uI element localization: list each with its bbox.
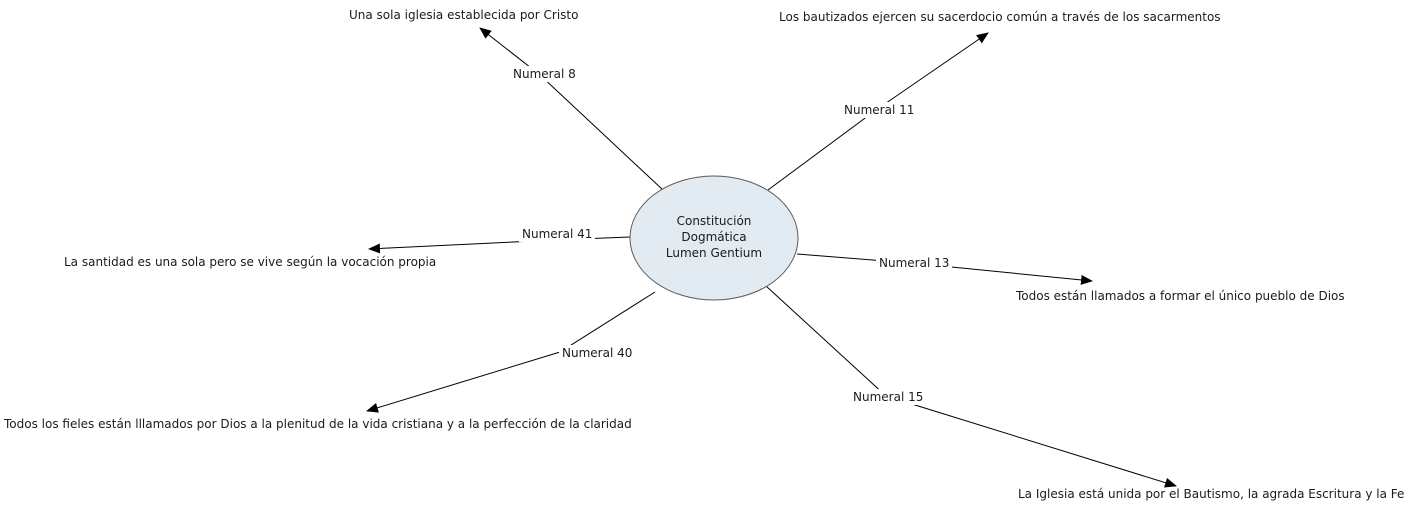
center-node: Constitución Dogmática Lumen Gentium [634, 213, 794, 261]
connector-numeral-8 [479, 27, 664, 191]
branch-text-numeral-40: Todos los fieles están lllamados por Dio… [4, 417, 632, 431]
branch-label-numeral-41: Numeral 41 [519, 226, 596, 242]
branch-label-numeral-13: Numeral 13 [876, 255, 953, 271]
center-node-line-3: Lumen Gentium [665, 246, 763, 260]
branch-label-numeral-15: Numeral 15 [850, 389, 927, 405]
center-node-line-1: Constitución [676, 214, 752, 228]
branch-label-numeral-40: Numeral 40 [559, 345, 636, 361]
branch-text-numeral-8: Una sola iglesia establecida por Cristo [349, 8, 579, 22]
center-node-line-2: Dogmática [681, 230, 747, 244]
branch-text-numeral-13: Todos están llamados a formar el único p… [1016, 289, 1345, 303]
connector-numeral-15 [765, 285, 1177, 488]
branch-text-numeral-15: La Iglesia está unida por el Bautismo, l… [1018, 487, 1405, 501]
center-ellipse [629, 175, 799, 301]
branch-text-numeral-11: Los bautizados ejercen su sacerdocio com… [779, 10, 1221, 24]
branch-label-numeral-8: Numeral 8 [510, 66, 579, 82]
branch-label-numeral-11: Numeral 11 [841, 102, 918, 118]
branch-text-numeral-41: La santidad es una sola pero se vive seg… [64, 255, 437, 269]
